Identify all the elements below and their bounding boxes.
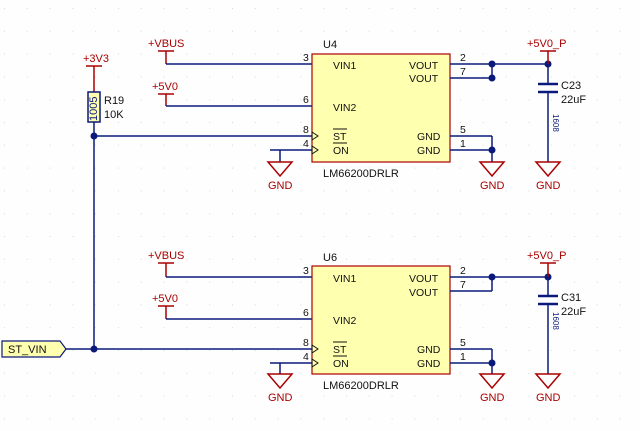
c23-value: 22uF <box>561 94 586 106</box>
u4-designator: U4 <box>323 39 337 51</box>
pin-name: VIN2 <box>333 102 357 114</box>
v5p-label: +5V0_P <box>527 250 566 262</box>
pin-name: GND <box>417 344 441 356</box>
ic-u4[interactable]: U4 LM66200DRLR 3 VIN1 6 VIN2 8 ST 4 ON 2… <box>270 39 466 180</box>
pin-name: ST <box>333 344 347 356</box>
c31-designator: C31 <box>561 292 581 304</box>
pin-name: ST <box>333 131 347 143</box>
u4-vout-net[interactable] <box>450 60 552 82</box>
u6-on-gnd[interactable]: GND <box>266 363 294 404</box>
gnd-label: GND <box>536 180 561 192</box>
pin-num: 5 <box>460 124 466 136</box>
pin-num: 6 <box>303 307 309 319</box>
capacitor-c23[interactable]: C23 22uF 1608 GND <box>534 64 586 192</box>
u6-designator: U6 <box>323 252 337 264</box>
u6-gnd-net[interactable]: GND <box>450 348 506 404</box>
pin-num: 7 <box>460 279 466 291</box>
pin-num: 2 <box>460 52 466 64</box>
pin-num: 4 <box>303 351 309 363</box>
junction-dot <box>488 60 496 68</box>
junction-dot <box>488 359 496 367</box>
gnd-label: GND <box>536 392 561 404</box>
pin-num: 2 <box>460 265 466 277</box>
v5p-label: +5V0_P <box>527 38 566 50</box>
u4-vbus-rail[interactable]: +VBUS <box>148 38 312 65</box>
u4-5v0-rail[interactable]: +5V0 <box>152 81 312 107</box>
gnd-label: GND <box>480 180 505 192</box>
pin-num: 8 <box>303 124 309 136</box>
junction-dot <box>488 74 496 82</box>
c23-designator: C23 <box>561 80 581 92</box>
u4-part: LM66200DRLR <box>323 168 399 180</box>
port-st-vin[interactable]: ST_VIN <box>1 340 67 358</box>
junction-dot <box>488 273 496 281</box>
pin-name: VOUT <box>409 73 439 85</box>
ic-u6[interactable]: U6 LM66200DRLR 3 VIN1 6 VIN2 8 ST 4 ON 2… <box>270 252 466 392</box>
pin-name: GND <box>417 358 441 370</box>
pin-name: VIN1 <box>333 60 357 72</box>
pin-num: 3 <box>303 52 309 64</box>
r19-footprint: 1005 <box>88 97 100 121</box>
gnd-label: GND <box>268 180 293 192</box>
gnd-label: GND <box>268 392 293 404</box>
capacitor-c31[interactable]: C31 22uF 1608 GND <box>534 277 586 404</box>
pin-num: 7 <box>460 66 466 78</box>
port-label: ST_VIN <box>8 344 47 356</box>
junction-dot <box>488 146 496 154</box>
u6-part: LM66200DRLR <box>323 380 399 392</box>
pin-num: 5 <box>460 337 466 349</box>
pin-num: 4 <box>303 138 309 150</box>
u4-gnd-net[interactable]: GND <box>450 135 506 192</box>
c23-footprint: 1608 <box>551 114 560 132</box>
vbus-label: +VBUS <box>148 38 184 50</box>
u6-vout-net[interactable] <box>450 273 552 292</box>
pin-name: ON <box>333 358 349 370</box>
c31-footprint: 1608 <box>551 312 560 330</box>
pin-name: VIN2 <box>333 315 357 327</box>
rail-5v0p-bottom[interactable]: +5V0_P <box>527 250 566 277</box>
pin-num: 6 <box>303 94 309 106</box>
pin-name: VOUT <box>409 60 439 72</box>
pin-name: VOUT <box>409 287 439 299</box>
pin-name: VOUT <box>409 273 439 285</box>
junction-dot <box>90 345 98 353</box>
rail-5v0p-top[interactable]: +5V0_P <box>527 38 566 64</box>
net-st-vin[interactable] <box>66 122 312 353</box>
v5-label: +5V0 <box>152 81 178 93</box>
c31-value: 22uF <box>561 306 586 318</box>
v5-label: +5V0 <box>152 293 178 305</box>
u6-5v0-rail[interactable]: +5V0 <box>152 293 312 320</box>
vbus-label: +VBUS <box>148 250 184 262</box>
pin-num: 8 <box>303 337 309 349</box>
u4-on-gnd[interactable]: GND <box>266 150 294 192</box>
pin-num: 1 <box>460 138 466 150</box>
pin-num: 3 <box>303 265 309 277</box>
pin-name: GND <box>417 131 441 143</box>
rail-3v3-top[interactable]: +3V3 <box>83 53 109 92</box>
resistor-r19[interactable]: 1005 R19 10K <box>87 91 124 123</box>
pin-name: ON <box>333 145 349 157</box>
junction-dot <box>90 132 98 140</box>
rail-3v3-label: +3V3 <box>83 53 109 65</box>
r19-designator: R19 <box>104 95 124 107</box>
pin-name: GND <box>417 145 441 157</box>
pin-name: VIN1 <box>333 273 357 285</box>
r19-value: 10K <box>104 109 124 121</box>
pin-num: 1 <box>460 351 466 363</box>
u6-vbus-rail[interactable]: +VBUS <box>148 250 312 278</box>
gnd-label: GND <box>480 392 505 404</box>
